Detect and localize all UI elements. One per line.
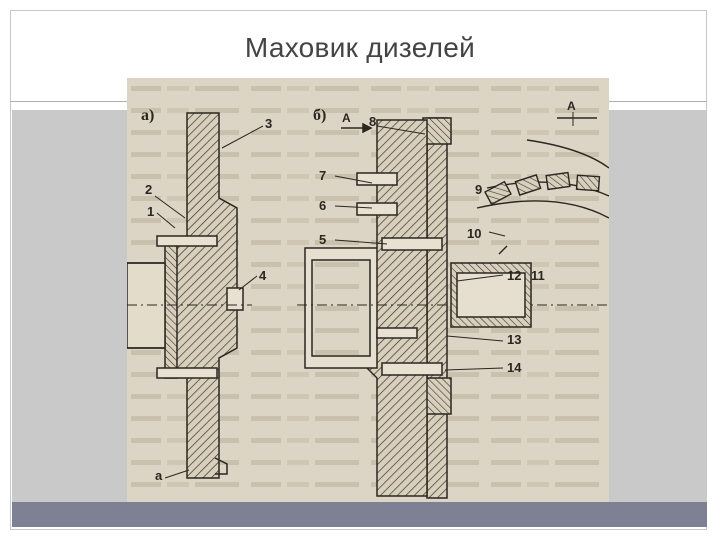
flywheel-drawing: а) 2 1 3 4 а [127, 78, 609, 502]
panel-b-drawing [297, 117, 607, 499]
panel-b-label: б) [313, 107, 326, 124]
callout-3: 3 [265, 116, 272, 131]
view-a-inset [476, 112, 609, 255]
callout-7: 7 [319, 168, 326, 183]
callout-10: 10 [467, 226, 481, 241]
callout-4: 4 [259, 268, 267, 283]
view-label-a: А [567, 99, 576, 113]
callout-12: 12 [507, 268, 521, 283]
slide-frame [10, 10, 707, 530]
slide-title: Маховик дизелей [244, 32, 476, 63]
callout-6: 6 [319, 198, 326, 213]
callout-8: 8 [369, 114, 376, 129]
callout-5: 5 [319, 232, 326, 247]
callout-14: 14 [507, 360, 522, 375]
arrow-label-a: А [342, 111, 351, 125]
callout-2: 2 [145, 182, 152, 197]
left-gray-panel [12, 110, 127, 502]
callout-11: 11 [531, 268, 545, 283]
bottom-accent-bar [12, 502, 707, 527]
right-gray-panel [609, 110, 706, 502]
panel-a-label: а) [141, 107, 154, 124]
callout-a: а [155, 468, 163, 483]
callout-1: 1 [147, 204, 154, 219]
callout-13: 13 [507, 332, 521, 347]
panel-a-drawing [127, 112, 264, 479]
callout-9: 9 [475, 182, 482, 197]
